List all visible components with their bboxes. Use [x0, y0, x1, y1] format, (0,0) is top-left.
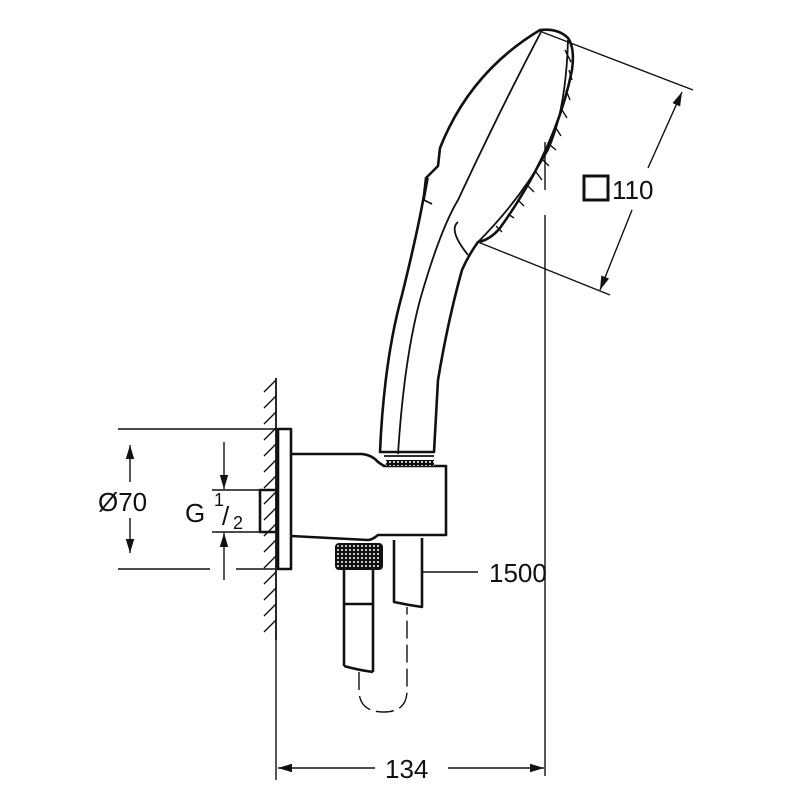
thread-denominator: 2 — [233, 513, 243, 533]
hose-loop — [358, 607, 408, 713]
projection-label: 134 — [385, 754, 428, 784]
handle-knurl — [386, 460, 434, 466]
projection-dimension: 134 — [275, 640, 544, 784]
thread-connector — [258, 488, 279, 534]
wall-flange — [276, 427, 293, 571]
hand-shower — [378, 28, 575, 455]
thread-numerator: 1 — [214, 490, 224, 510]
flange-diameter-dimension: Ø70 — [98, 428, 276, 570]
head-size-dimension: 110 — [477, 31, 694, 296]
wall — [263, 378, 277, 640]
thread-prefix: G — [185, 498, 205, 528]
holder-body — [290, 452, 448, 542]
thread-dimension: G 1 / 2 — [185, 442, 260, 580]
flange-diameter-label: Ø70 — [98, 487, 147, 517]
hose-length-label: 1500 — [489, 558, 547, 588]
thread-slash: / — [222, 501, 230, 531]
head-size-label: 110 — [612, 175, 653, 205]
hose-nut — [335, 543, 383, 570]
